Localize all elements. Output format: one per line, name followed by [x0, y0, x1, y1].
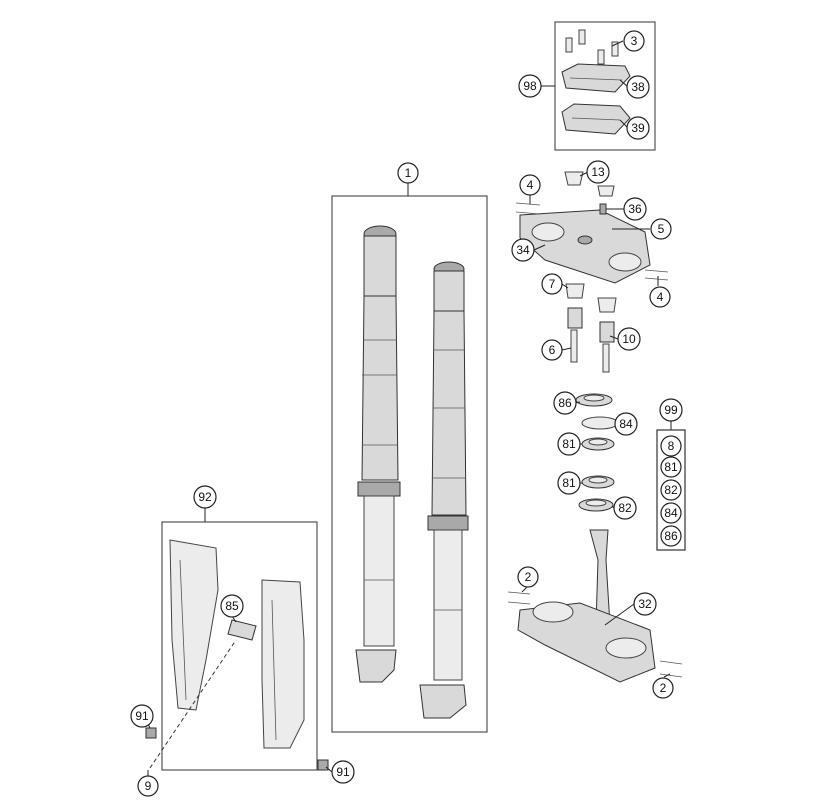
- callout-13: 13: [586, 160, 610, 184]
- kit-99-item-82: 82: [660, 479, 682, 501]
- leader-91b: [325, 766, 333, 773]
- callout-2-left: 2: [517, 566, 539, 588]
- svg-text:34: 34: [516, 243, 530, 257]
- svg-text:2: 2: [660, 681, 667, 695]
- lower-triple-clamp: [517, 529, 656, 683]
- callout-98: 98: [518, 74, 542, 98]
- svg-text:84: 84: [664, 506, 678, 520]
- lower-clamp-bolts-left: [507, 591, 531, 605]
- protector-clip-85: [227, 619, 257, 641]
- upper-triple-clamp: [519, 209, 651, 284]
- callout-85: 85: [220, 594, 244, 618]
- leader-3: [611, 40, 624, 47]
- svg-text:98: 98: [523, 79, 537, 93]
- callout-9: 9: [137, 775, 159, 797]
- svg-text:8: 8: [668, 439, 675, 453]
- callout-5: 5: [650, 218, 672, 240]
- leader-32: [604, 603, 635, 626]
- handlebar-clamp-screws: [565, 29, 619, 65]
- callout-4-top: 4: [519, 174, 541, 196]
- leader-6: [561, 347, 572, 351]
- svg-text:84: 84: [619, 417, 633, 431]
- svg-text:81: 81: [562, 476, 576, 490]
- svg-text:86: 86: [664, 529, 678, 543]
- bearing-set: [575, 393, 619, 512]
- kit-99-item-84: 84: [660, 502, 682, 524]
- fork-leg-right: [419, 261, 469, 719]
- svg-text:32: 32: [638, 597, 652, 611]
- svg-text:91: 91: [135, 709, 149, 723]
- callout-86: 86: [553, 391, 577, 415]
- callout-38: 38: [626, 75, 650, 99]
- screw-36: [599, 203, 607, 215]
- callout-82: 82: [613, 496, 637, 520]
- svg-text:92: 92: [198, 490, 212, 504]
- steering-stem-nut: [564, 171, 615, 197]
- bushings: [565, 283, 617, 373]
- svg-text:7: 7: [549, 277, 556, 291]
- handlebar-clamp-upper: [561, 63, 631, 93]
- callout-32: 32: [633, 592, 657, 616]
- svg-text:38: 38: [631, 80, 645, 94]
- callout-1: 1: [397, 162, 419, 184]
- callout-34: 34: [511, 238, 535, 262]
- svg-text:1: 1: [405, 166, 412, 180]
- svg-text:10: 10: [622, 332, 636, 346]
- callout-39: 39: [626, 116, 650, 140]
- callout-91-left: 91: [130, 704, 154, 728]
- leader-2b: [663, 673, 671, 678]
- assembly-line: [149, 639, 237, 769]
- callout-3: 3: [623, 30, 645, 52]
- callout-99: 99: [659, 398, 683, 422]
- callout-84: 84: [614, 412, 638, 436]
- svg-text:3: 3: [631, 34, 638, 48]
- svg-text:6: 6: [549, 343, 556, 357]
- svg-text:99: 99: [664, 403, 678, 417]
- triple-clamp-bolts-top: [515, 202, 541, 215]
- fork-legs-group-frame: [331, 195, 488, 733]
- svg-text:13: 13: [591, 165, 605, 179]
- callout-4-bottom: 4: [649, 286, 671, 308]
- triple-clamp-bolts-right: [644, 269, 669, 281]
- kit-99-item-86: 86: [660, 525, 682, 547]
- callout-7: 7: [541, 273, 563, 295]
- svg-text:4: 4: [527, 178, 534, 192]
- kit-99-item-8: 8: [660, 435, 682, 457]
- screw-91-left: [145, 727, 157, 739]
- svg-text:91: 91: [336, 765, 350, 779]
- svg-text:82: 82: [618, 501, 632, 515]
- callout-6: 6: [541, 339, 563, 361]
- handlebar-clamp-lower: [561, 103, 631, 135]
- kit-99-item-81: 81: [660, 456, 682, 478]
- fork-protector-left: [169, 539, 219, 711]
- callout-2-right: 2: [652, 677, 674, 699]
- fork-leg-left: [355, 225, 401, 683]
- svg-text:85: 85: [225, 599, 239, 613]
- screw-91-right: [317, 759, 329, 771]
- svg-text:4: 4: [657, 290, 664, 304]
- svg-text:82: 82: [664, 483, 678, 497]
- svg-text:81: 81: [562, 437, 576, 451]
- svg-text:2: 2: [525, 570, 532, 584]
- svg-text:9: 9: [145, 779, 152, 793]
- callout-92: 92: [193, 485, 217, 509]
- svg-text:81: 81: [664, 460, 678, 474]
- leader-10: [609, 335, 619, 340]
- callout-36: 36: [623, 197, 647, 221]
- callout-81-lower: 81: [557, 471, 581, 495]
- leader-7: [561, 283, 569, 289]
- callout-10: 10: [617, 327, 641, 351]
- callout-81-upper: 81: [557, 432, 581, 456]
- svg-text:36: 36: [628, 202, 642, 216]
- callout-91-right: 91: [331, 760, 355, 784]
- fork-protector-group-frame: [161, 521, 318, 771]
- svg-text:39: 39: [631, 121, 645, 135]
- svg-text:86: 86: [558, 396, 572, 410]
- svg-text:5: 5: [658, 222, 665, 236]
- fork-protector-right: [261, 579, 305, 749]
- lower-clamp-bolts-right: [659, 660, 683, 678]
- leader-34: [533, 244, 546, 251]
